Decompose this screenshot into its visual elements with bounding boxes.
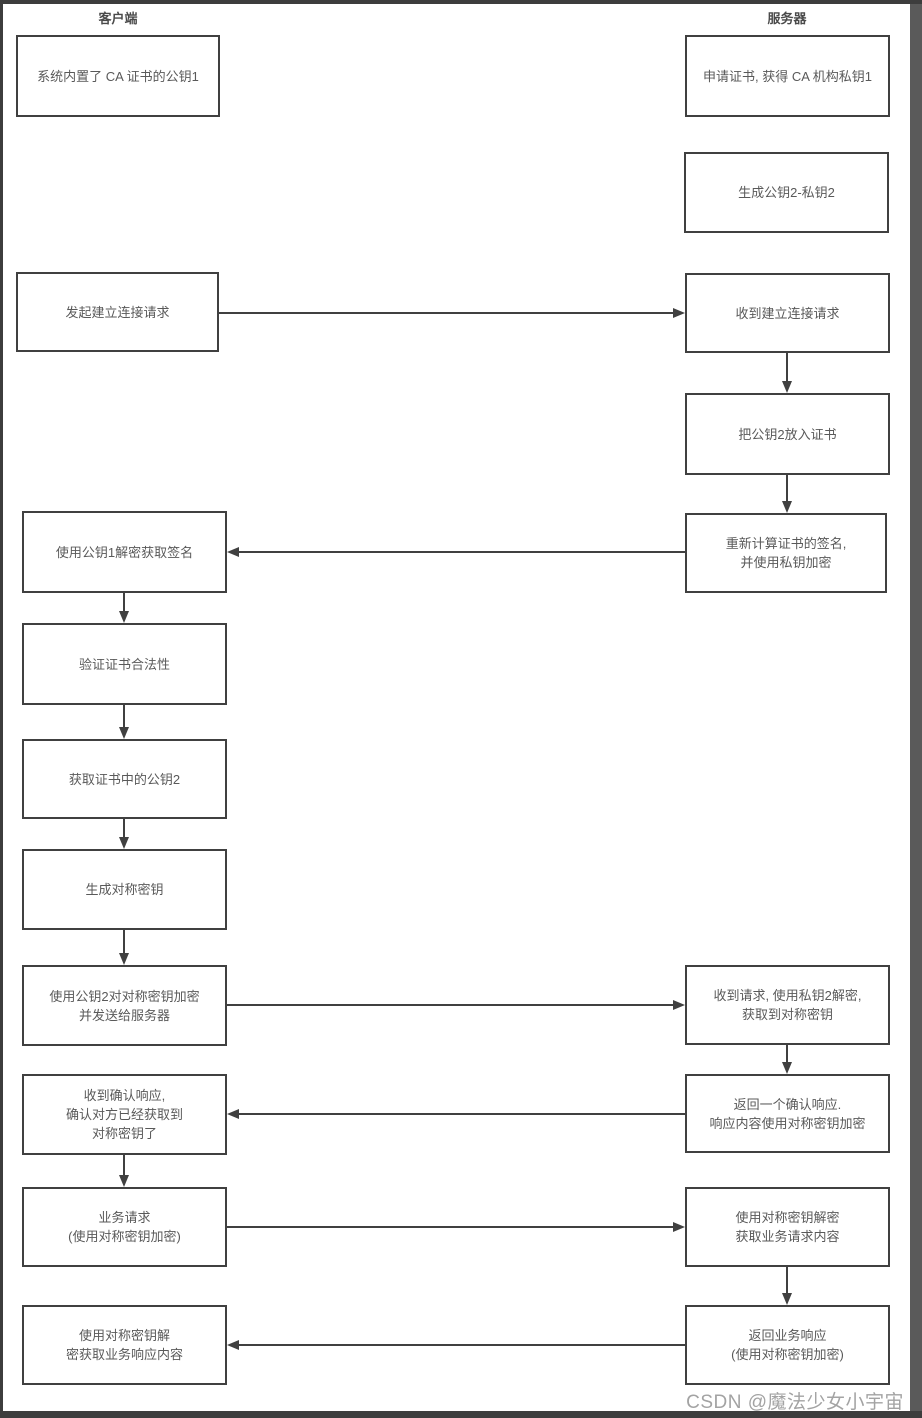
flow-node-server-return-confirmation: 返回一个确认响应. 响应内容使用对称密钥加密 (685, 1074, 890, 1153)
flow-node-server-decrypt-business-request: 使用对称密钥解密 获取业务请求内容 (685, 1187, 890, 1267)
arrow-server-decrypt-business-request--to--server-return-business-response (782, 1267, 792, 1305)
flow-node-label: 生成对称密钥 (85, 882, 164, 897)
flow-node-label: 使用公钥2对对称密钥加密 并发送给服务器 (49, 988, 200, 1023)
flow-node-server-decrypt-with-privkey2: 收到请求, 使用私钥2解密, 获取到对称密钥 (685, 965, 890, 1045)
client-lane-header: 客户端 (98, 11, 138, 26)
flow-node-server-recompute-signature: 重新计算证书的签名, 并使用私钥加密 (685, 513, 887, 593)
left-edge-border (0, 0, 3, 1418)
flow-node-label: 使用公钥1解密获取签名 (55, 544, 194, 560)
flow-node-server-generate-keypair2: 生成公钥2-私钥2 (684, 152, 889, 233)
flow-node-client-business-request: 业务请求 (使用对称密钥加密) (22, 1187, 227, 1267)
server-lane-header: 服务器 (767, 11, 807, 26)
arrow-client-verify-cert--to--client-get-pubkey2 (119, 705, 129, 739)
flow-node-label: 验证证书合法性 (78, 656, 170, 672)
flow-node-label: 生成公钥2-私钥2 (738, 185, 835, 200)
flow-node-server-return-business-response: 返回业务响应 (使用对称密钥加密) (685, 1305, 890, 1385)
arrow-server-return-business-response--to--client-decrypt-business-response (227, 1340, 685, 1350)
flow-node-label: 申请证书, 获得 CA 机构私钥1 (702, 68, 873, 84)
flow-node-label: 收到确认响应, 确认对方已经获取到 对称密钥了 (65, 1088, 183, 1141)
arrow-server-receive-connection--to--server-put-pubkey2-in-cert (782, 353, 792, 393)
flow-node-client-initiate-connection: 发起建立连接请求 (16, 272, 219, 352)
arrow-client-receive-confirmation--to--client-business-request (119, 1155, 129, 1187)
flow-node-server-put-pubkey2-in-cert: 把公钥2放入证书 (685, 393, 890, 475)
flow-node-label: 收到请求, 使用私钥2解密, 获取到对称密钥 (713, 988, 862, 1022)
flow-node-client-decrypt-business-response: 使用对称密钥解 密获取业务响应内容 (22, 1305, 227, 1385)
flow-node-label: 收到建立连接请求 (735, 305, 840, 321)
arrow-server-recompute-signature--to--client-decrypt-signature (227, 547, 685, 557)
flow-node-label: 返回一个确认响应. 响应内容使用对称密钥加密 (709, 1096, 866, 1131)
flow-node-server-receive-connection: 收到建立连接请求 (685, 273, 890, 353)
flow-node-label: 把公钥2放入证书 (738, 426, 837, 442)
flow-node-label: 返回业务响应 (使用对称密钥加密) (731, 1328, 844, 1362)
arrow-client-business-request--to--server-decrypt-business-request (227, 1222, 685, 1232)
arrow-client-generate-symmetric-key--to--client-encrypt-symmetric-key (119, 930, 129, 965)
arrow-server-return-confirmation--to--client-receive-confirmation (227, 1109, 685, 1119)
csdn-watermark: CSDN @魔法少女小宇宙 (686, 1392, 904, 1413)
arrow-client-encrypt-symmetric-key--to--server-decrypt-with-privkey2 (227, 1000, 685, 1010)
flow-node-client-get-pubkey2: 获取证书中的公钥2 (22, 739, 227, 819)
flow-node-client-encrypt-symmetric-key: 使用公钥2对对称密钥加密 并发送给服务器 (22, 965, 227, 1046)
flow-node-label: 重新计算证书的签名, 并使用私钥加密 (725, 536, 847, 570)
flow-node-label: 获取证书中的公钥2 (68, 771, 181, 787)
flow-node-label: 系统内置了 CA 证书的公钥1 (37, 68, 199, 84)
arrow-client-decrypt-signature--to--client-verify-cert (119, 593, 129, 623)
arrow-server-put-pubkey2-in-cert--to--server-recompute-signature (782, 475, 792, 513)
top-edge-border (0, 0, 922, 4)
flow-node-label: 发起建立连接请求 (65, 304, 170, 320)
flow-node-label: 使用对称密钥解 密获取业务响应内容 (65, 1328, 183, 1362)
arrow-server-decrypt-with-privkey2--to--server-return-confirmation (782, 1045, 792, 1074)
flow-node-server-apply-cert: 申请证书, 获得 CA 机构私钥1 (685, 35, 890, 117)
bottom-edge-border (0, 1411, 922, 1418)
flow-node-client-decrypt-signature: 使用公钥1解密获取签名 (22, 511, 227, 593)
flow-node-client-preinstalled-ca-pubkey: 系统内置了 CA 证书的公钥1 (16, 35, 220, 117)
flow-node-label: 业务请求 (使用对称密钥加密) (68, 1210, 181, 1244)
arrow-client-initiate-connection--to--server-receive-connection (219, 308, 685, 318)
flow-node-client-verify-cert: 验证证书合法性 (22, 623, 227, 705)
flow-node-client-generate-symmetric-key: 生成对称密钥 (22, 849, 227, 930)
right-edge-strip (910, 0, 922, 1418)
flow-node-client-receive-confirmation: 收到确认响应, 确认对方已经获取到 对称密钥了 (22, 1074, 227, 1155)
flow-node-label: 使用对称密钥解密 获取业务请求内容 (735, 1210, 840, 1244)
arrow-client-get-pubkey2--to--client-generate-symmetric-key (119, 819, 129, 849)
